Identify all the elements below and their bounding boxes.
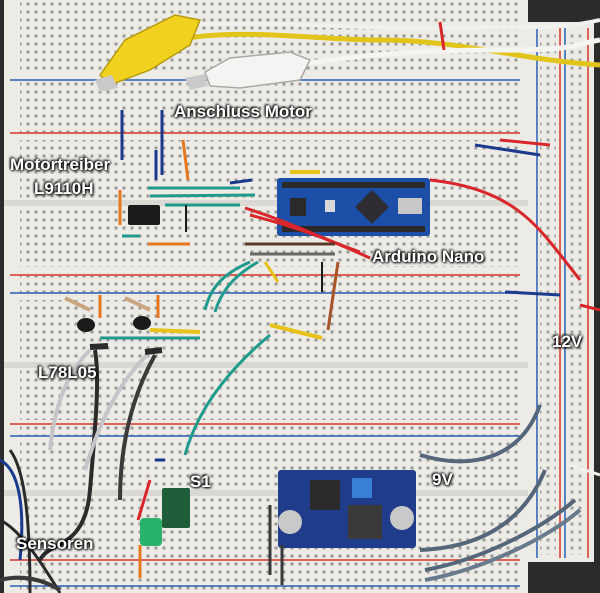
switch-s1 [136, 458, 190, 578]
main-breadboard [4, 0, 528, 593]
label-motor-connection: Anschluss Motor [174, 102, 312, 121]
supply-cables [419, 303, 600, 582]
buck-converter-module [268, 470, 416, 585]
motor-wires [128, 18, 600, 78]
label-regulator: L78L05 [38, 363, 97, 382]
teal-wires [100, 260, 323, 456]
label-sensors: Sensoren [16, 534, 94, 553]
label-motor-driver: Motortreiber [10, 155, 111, 174]
vertical-rail-board [528, 22, 594, 562]
sensor-wires [0, 449, 62, 593]
arduino-wires [244, 138, 582, 331]
label-motor-driver-part: L9110H [34, 179, 94, 198]
label-12v: 12V [552, 332, 583, 351]
motor-driver-area [118, 110, 256, 246]
arduino-nano-board [277, 178, 430, 236]
alligator-clip-yellow [95, 14, 202, 92]
regulator-area [38, 295, 163, 562]
alligator-clip-white [185, 51, 312, 90]
label-switch: S1 [190, 472, 211, 491]
label-arduino: Arduino Nano [372, 247, 485, 266]
label-9v: 9V [432, 470, 453, 489]
